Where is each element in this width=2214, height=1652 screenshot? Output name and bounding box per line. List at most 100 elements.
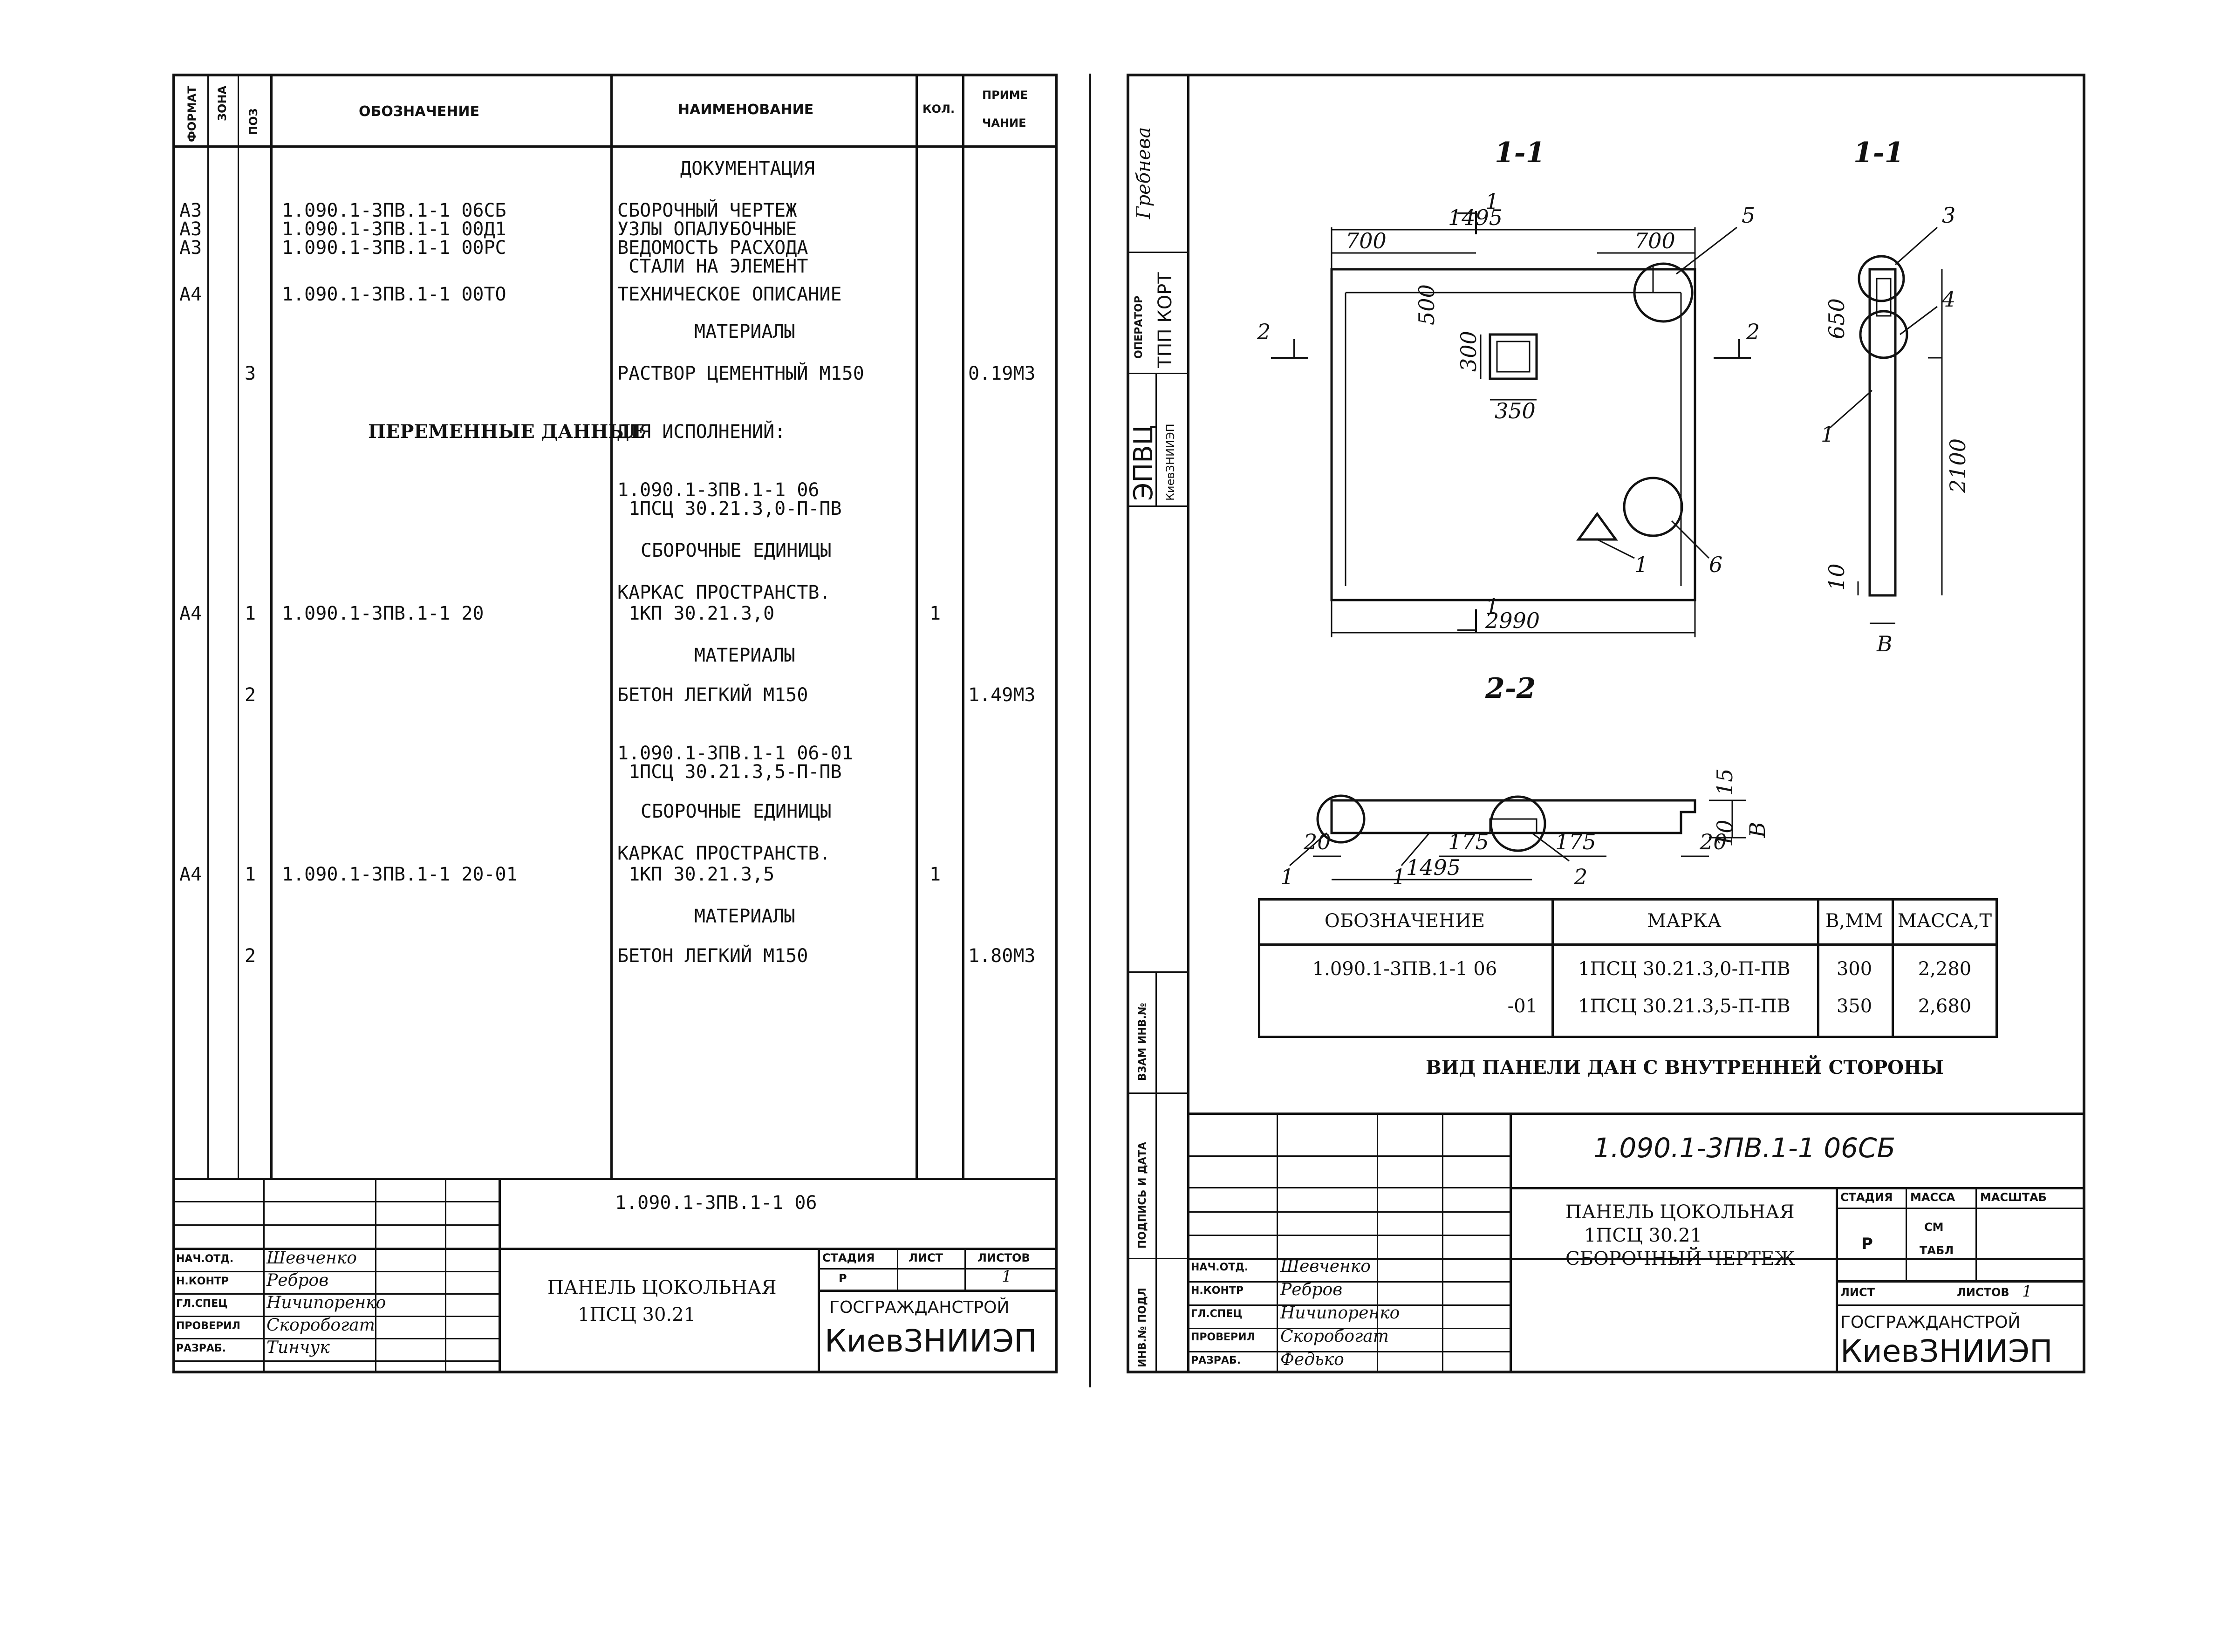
callout-1c: 1 (1280, 864, 1294, 889)
row-name: БЕТОН ЛЕГКИЙ М150 (617, 684, 808, 706)
row-format: А3 (179, 218, 202, 240)
right-mass-label: МАССА (1910, 1191, 1955, 1204)
header-qty: КОЛ. (922, 102, 955, 116)
dim-650: 650 (1824, 298, 1849, 339)
signer-name: Федько (1280, 1350, 1344, 1369)
callout-1d: 1 (1392, 864, 1406, 889)
stamp-name-1: Гребнева (1133, 127, 1155, 219)
row-pos: 1 (245, 864, 256, 885)
right-scale-label: МАСШТАБ (1980, 1191, 2047, 1204)
row-format: А4 (179, 864, 202, 885)
row-pos: 2 (245, 945, 256, 967)
dim-350: 350 (1495, 398, 1536, 423)
right-inner-border (1187, 74, 1189, 1373)
row-name: СТАЛИ НА ЭЛЕМЕНТ (617, 256, 808, 277)
detail-circle-5 (1633, 262, 1694, 323)
left-sheet-label: ЛИСТ (909, 1251, 943, 1264)
spec-cell: 350 (1836, 996, 1872, 1017)
row-note: 1.80М3 (968, 945, 1036, 967)
dim-1495-bottom: 1495 (1406, 855, 1461, 880)
spec-header: МАССА,Т (1897, 910, 1992, 932)
dim-700-right: 700 (1634, 228, 1675, 253)
row-name: 1.090.1-3ПВ.1-1 06-01 (617, 743, 853, 764)
spec-cell: 1ПСЦ 30.21.3,0-П-ПВ (1578, 958, 1790, 980)
row-name: 1.090.1-3ПВ.1-1 06 (617, 479, 820, 501)
callout-1a: 1 (1634, 552, 1648, 577)
right-stage-label: СТАДИЯ (1840, 1191, 1893, 1204)
callout-3: 3 (1942, 203, 1955, 228)
header-note-1: ПРИМЕ (982, 89, 1028, 102)
row-section-heading: ДОКУМЕНТАЦИЯ (680, 158, 815, 179)
row-format: А3 (179, 200, 202, 221)
opening (1489, 333, 1538, 380)
row-format: А3 (179, 237, 202, 259)
detail-circle-1a (1316, 794, 1366, 844)
spec-cell: 1ПСЦ 30.21.3,5-П-ПВ (1578, 996, 1790, 1017)
spec-header: МАРКА (1647, 910, 1722, 932)
right-title-3: СБОРОЧНЫЙ ЧЕРТЕЖ (1565, 1248, 1796, 1270)
left-sheet-frame (172, 74, 1058, 1373)
left-stage-label: СТАДИЯ (822, 1251, 875, 1264)
signer-name: Ребров (266, 1271, 329, 1290)
signer-name: Скоробогат (1280, 1327, 1389, 1346)
left-org-2: КиевЗНИИЭП (825, 1323, 1037, 1359)
header-pos: ПОЗ (247, 108, 260, 135)
dim-175-b: 175 (1555, 829, 1596, 854)
signer-name: Ребров (1280, 1280, 1343, 1299)
dim-20-right: 20 (1699, 829, 1727, 854)
left-org-1: ГОСГРАЖДАНСТРОЙ (829, 1298, 1010, 1317)
signer-role: НАЧ.ОТД. (1191, 1262, 1249, 1273)
row-designation: 1.090.1-3ПВ.1-1 06СБ (282, 200, 506, 221)
row-section-heading: СБОРОЧНЫЕ ЕДИНИЦЫ (641, 540, 832, 561)
section-1-1 (1868, 268, 1897, 597)
left-title-2: 1ПСЦ 30.21 (578, 1304, 696, 1325)
right-org-2: КиевЗНИИЭП (1840, 1333, 2053, 1369)
left-title-1: ПАНЕЛЬ ЦОКОЛЬНАЯ (547, 1277, 777, 1298)
row-pos: 1 (245, 603, 256, 624)
cut-2-right: 2 (1746, 319, 1760, 344)
dim-1495-top: 1495 (1448, 205, 1503, 230)
row-name: ВЕДОМОСТЬ РАСХОДА (617, 237, 808, 259)
row-name: БЕТОН ЛЕГКИЙ М150 (617, 945, 808, 967)
spec-header: ОБОЗНАЧЕНИЕ (1324, 910, 1485, 932)
signer-name: Ничипоренко (1280, 1304, 1400, 1323)
row-section-heading: МАТЕРИАЛЫ (694, 321, 795, 342)
signer-role: ПРОВЕРИЛ (1191, 1331, 1255, 1343)
header-note-2: ЧАНИЕ (982, 116, 1026, 130)
dim-b-2: В (1745, 822, 1770, 838)
row-name: 1КП 30.21.3,5 (617, 864, 775, 885)
row-name: КАРКАС ПРОСТРАНСТВ. (617, 843, 831, 864)
left-sheets-label: ЛИСТОВ (977, 1251, 1030, 1264)
detail-circle-2 (1490, 795, 1546, 852)
signer-role: РАЗРАБ. (176, 1343, 226, 1354)
dim-500: 500 (1414, 284, 1439, 325)
stamp-sign-label: ПОДПИСЬ И ДАТА (1137, 1142, 1148, 1249)
row-section-heading: МАТЕРИАЛЫ (694, 645, 795, 666)
row-name: 1ПСЦ 30.21.3,0-П-ПВ (617, 498, 842, 519)
stamp-operator: ТПП КОРТ (1155, 272, 1176, 368)
right-doc-code: 1.090.1-3ПВ.1-1 06СБ (1593, 1132, 1896, 1164)
cut-2-left: 2 (1257, 319, 1271, 344)
sheet-divider (1089, 74, 1091, 1387)
header-name: НАИМЕНОВАНИЕ (678, 102, 814, 118)
row-name: ТЕХНИЧЕСКОЕ ОПИСАНИЕ (617, 284, 842, 305)
signer-name: Шевченко (266, 1249, 357, 1268)
assembly-drawing: 1-1 1-1 2-2 1495 700 700 500 300 350 299… (1257, 137, 1970, 889)
row-pos: 3 (245, 363, 256, 384)
dim-15: 15 (1712, 768, 1737, 796)
row-qty: 1 (929, 864, 941, 885)
row-name: СБОРОЧНЫЙ ЧЕРТЕЖ (617, 200, 797, 221)
signer-role: ГЛ.СПЕЦ (176, 1298, 228, 1310)
dim-2100: 2100 (1945, 438, 1970, 493)
cut-1-top: 1 (1485, 189, 1499, 214)
spec-cell: 2,280 (1918, 958, 1972, 980)
row-designation: 1.090.1-3ПВ.1-1 20-01 (282, 864, 518, 885)
row-name: КАРКАС ПРОСТРАНСТВ. (617, 582, 831, 603)
left-stage: Р (839, 1272, 847, 1285)
lifting-loop (1576, 512, 1618, 541)
left-doc-code: 1.090.1-3ПВ.1-1 06 (615, 1192, 817, 1214)
dim-10: 10 (1824, 563, 1849, 591)
section-label-1-1-right: 1-1 (1853, 137, 1904, 169)
signer-role: ГЛ.СПЕЦ (1191, 1308, 1243, 1320)
dim-175-a: 175 (1448, 829, 1489, 854)
